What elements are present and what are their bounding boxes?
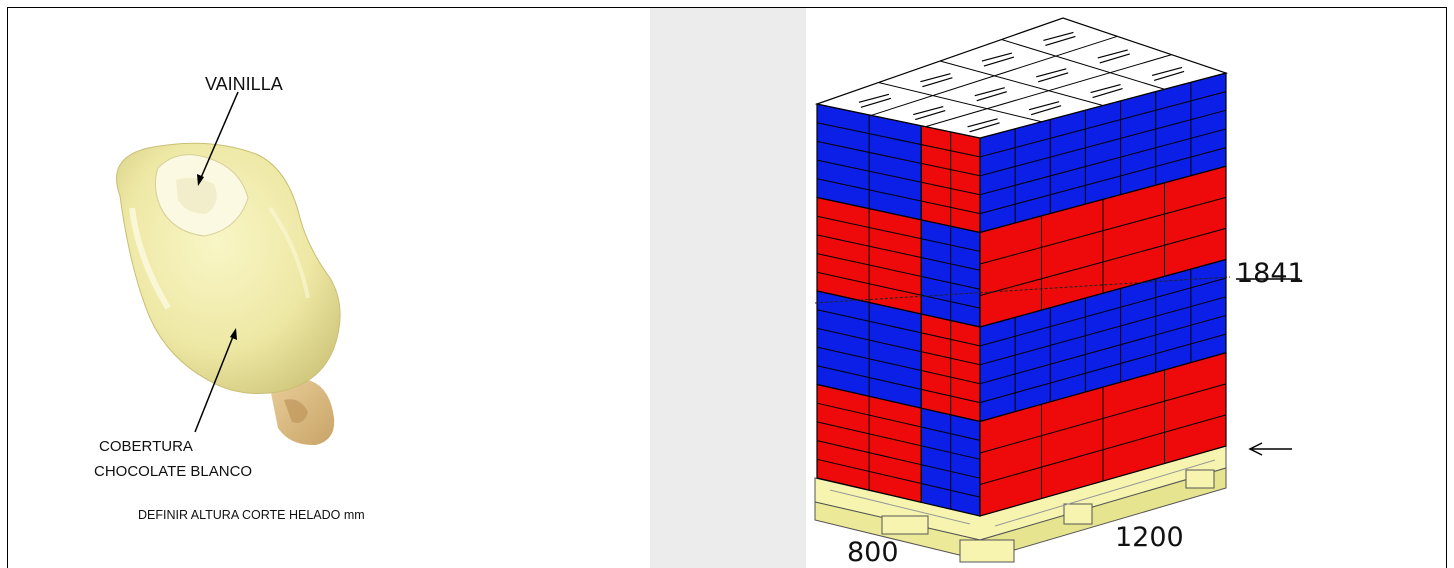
- base-arrow: [1250, 443, 1292, 455]
- pallet-left-face: [817, 104, 980, 516]
- pallet-width-label: 1200: [1115, 522, 1184, 553]
- pallet-height-label: 1841: [1236, 258, 1305, 289]
- pallet-right-face: [980, 73, 1226, 516]
- pallet-depth-label: 800: [847, 537, 899, 568]
